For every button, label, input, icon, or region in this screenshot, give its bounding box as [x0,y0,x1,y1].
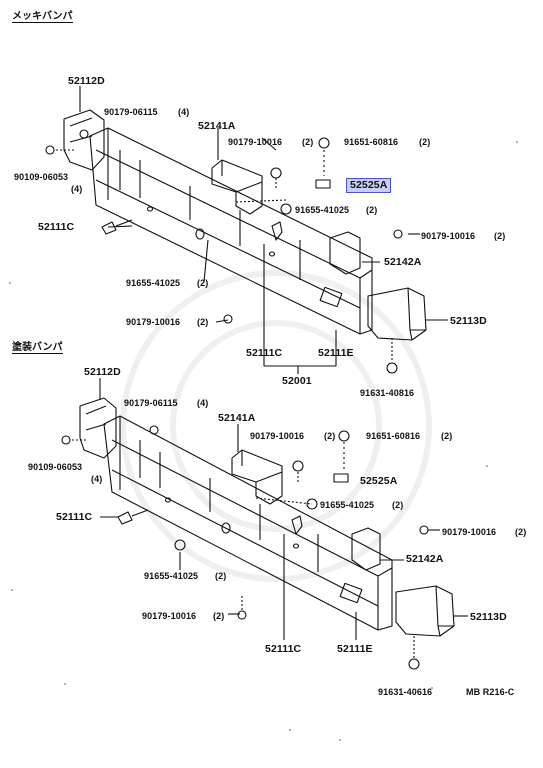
part-label-52112D[interactable]: 52112D [68,75,105,87]
part-label-90179-10016[interactable]: 90179-10016 [142,611,197,621]
diagram-code: MB R216-C [466,687,515,697]
part-label-91655-41025[interactable]: 91655-41025 [126,278,181,288]
part-label-91631-40616[interactable]: 91631-40616 [378,687,433,697]
part-label-52525A-highlighted[interactable]: 52525A [346,178,392,193]
top-end-bracket-52112D [63,109,105,171]
watermark-seal-inner [170,320,382,532]
top-end-cap-52113D [367,287,427,341]
part-label-52111E[interactable]: 52111E [337,643,373,655]
qty-label: (2) [197,317,209,327]
part-label-90179-10016[interactable]: 90179-10016 [228,137,283,147]
part-label-52111C[interactable]: 52111C [38,221,75,233]
part-label-52142A[interactable]: 52142A [406,553,444,565]
qty-label: (2) [441,431,453,441]
part-label-90109-06053[interactable]: 90109-06053 [28,462,83,472]
part-label-52001[interactable]: 52001 [282,375,312,387]
qty-label: (4) [178,107,190,117]
qty-label: (2) [419,137,431,147]
part-label-52113D[interactable]: 52113D [450,315,487,327]
top-bracket-52141A [211,159,263,215]
part-label-90179-10016[interactable]: 90179-10016 [421,231,476,241]
part-label-52113D[interactable]: 52113D [470,611,507,623]
bottom-bracket-52141A [231,449,283,505]
section-title-chrome-bumper: メッキバンパ [12,11,73,23]
top-bracket-52142A [329,231,361,275]
part-label-90179-10016[interactable]: 90179-10016 [442,527,497,537]
part-label-91655-41025[interactable]: 91655-41025 [320,500,375,510]
part-label-52141A[interactable]: 52141A [198,120,236,132]
bottom-bracket-52142A [351,527,381,571]
bottom-end-cap-52113D [395,585,455,637]
bottom-end-bracket-52112D [79,397,117,459]
watermark-seal [120,270,432,582]
top-leader-52001 [263,244,337,367]
part-label-90179-10016[interactable]: 90179-10016 [250,431,305,441]
qty-label: (4) [91,474,103,484]
part-label-52142A[interactable]: 52142A [384,256,422,268]
part-label-90179-10016[interactable]: 90179-10016 [126,317,181,327]
part-label-52111E[interactable]: 52111E [318,347,354,359]
qty-label: (2) [494,231,506,241]
qty-label: (2) [197,278,209,288]
part-label-52112D[interactable]: 52112D [84,366,121,378]
qty-label: (2) [213,611,225,621]
part-label-91655-41025[interactable]: 91655-41025 [144,571,199,581]
bottom-bumper-beam [103,415,393,631]
part-label-91631-40816[interactable]: 91631-40816 [360,388,415,398]
part-label-90109-06053[interactable]: 90109-06053 [14,172,69,182]
part-label-52111C[interactable]: 52111C [265,643,302,655]
part-label-91651-60816[interactable]: 91651-60816 [344,137,399,147]
qty-label: (4) [71,184,83,194]
part-label-91655-41025[interactable]: 91655-41025 [295,205,350,215]
qty-label: (2) [324,431,336,441]
qty-label: (4) [197,398,209,408]
qty-label: (2) [392,500,404,510]
section-title-painted-bumper: 塗装バンパ [12,342,63,354]
qty-label: (2) [515,527,527,537]
qty-label: (2) [302,137,314,147]
part-label-52111C[interactable]: 52111C [246,347,283,359]
part-label-52111C[interactable]: 52111C [56,511,93,523]
top-bumper-beam [89,127,373,335]
part-label-52141A[interactable]: 52141A [218,412,256,424]
qty-label: (2) [366,205,378,215]
part-label-90179-06115[interactable]: 90179-06115 [104,107,158,117]
part-label-91651-60816[interactable]: 91651-60816 [366,431,421,441]
part-label-52525A[interactable]: 52525A [360,475,398,487]
part-label-90179-06115[interactable]: 90179-06115 [124,398,178,408]
qty-label: (2) [215,571,227,581]
